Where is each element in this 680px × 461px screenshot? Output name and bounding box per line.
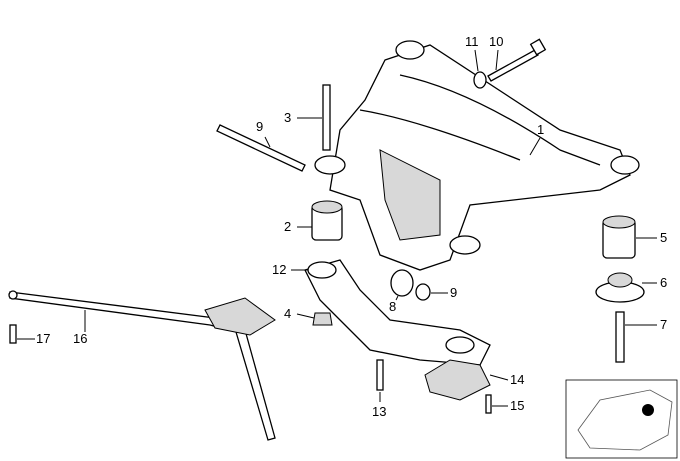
callout-12: 12 <box>272 262 287 277</box>
bushing-2 <box>311 200 343 241</box>
callout-5: 5 <box>660 230 668 245</box>
bolt-17 <box>9 324 17 344</box>
strut-brace-16 <box>8 290 276 441</box>
stud-3 <box>322 84 331 151</box>
bushing-5 <box>602 215 636 259</box>
callout-9: 9 <box>256 119 264 134</box>
callout-6: 6 <box>660 275 668 290</box>
callout-2: 2 <box>284 219 292 234</box>
callout-8: 8 <box>389 299 397 314</box>
bolt-10 <box>473 38 547 89</box>
callout-9-washer: 9 <box>450 285 458 300</box>
mount-6 <box>595 272 645 303</box>
support-bracket-12 <box>304 259 491 366</box>
callout-16: 16 <box>73 331 88 346</box>
bolt-15 <box>485 394 492 414</box>
callout-11: 11 <box>465 34 479 49</box>
washer-9 <box>415 283 431 301</box>
leader-lines <box>17 49 657 407</box>
callout-17: 17 <box>36 331 51 346</box>
callout-3: 3 <box>284 110 292 125</box>
bolt-13 <box>376 359 384 391</box>
callout-7: 7 <box>660 317 668 332</box>
rear-axle-subframe <box>314 40 640 271</box>
callout-13: 13 <box>372 404 387 419</box>
callout-15: 15 <box>510 398 525 413</box>
bolt-9 <box>216 124 306 172</box>
bushing-8 <box>390 269 414 297</box>
mount-14 <box>424 359 491 401</box>
bolt-7 <box>615 311 625 363</box>
callout-4: 4 <box>284 306 292 321</box>
callout-1: 1 <box>537 122 545 137</box>
nut-4 <box>312 312 333 326</box>
callout-10: 10 <box>489 34 504 49</box>
vehicle-location-thumbnail <box>565 379 678 459</box>
callout-14: 14 <box>510 372 525 387</box>
